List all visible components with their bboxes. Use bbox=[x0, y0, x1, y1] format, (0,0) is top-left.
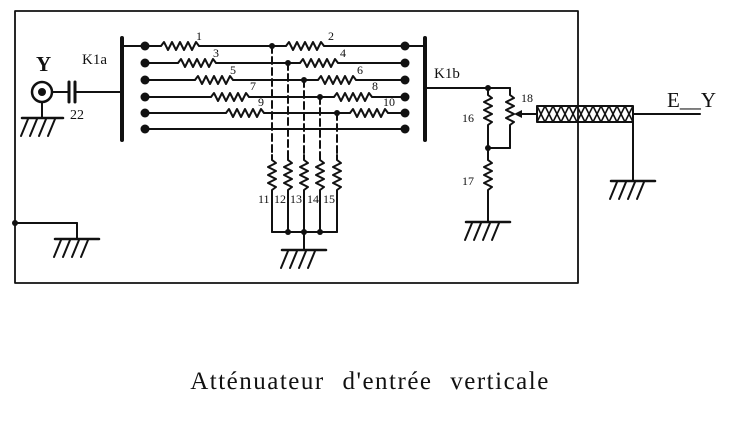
left-ground bbox=[12, 220, 101, 258]
output-label: E__Y bbox=[667, 88, 716, 112]
output-divider bbox=[424, 85, 538, 241]
resistor-14-label: 14 bbox=[307, 192, 319, 206]
contact-dots bbox=[140, 41, 410, 134]
resistor-11-label: 11 bbox=[258, 192, 270, 206]
resistor-9-label: 9 bbox=[258, 95, 264, 109]
resistor-7-label: 7 bbox=[250, 79, 256, 93]
shunt-taps bbox=[271, 45, 338, 156]
capacitor-label: 22 bbox=[70, 108, 84, 123]
enclosure-frame bbox=[14, 10, 579, 284]
resistor-10-label: 10 bbox=[383, 95, 395, 109]
switch-k1a-label: K1a bbox=[82, 52, 107, 68]
input-label: Y bbox=[36, 52, 51, 76]
resistor-4-label: 4 bbox=[340, 46, 346, 60]
central-ground bbox=[280, 231, 328, 269]
series-resistors bbox=[160, 41, 389, 118]
resistor-1-label: 1 bbox=[196, 29, 202, 43]
shunt-junction-dots bbox=[285, 229, 323, 235]
resistor-8-label: 8 bbox=[372, 79, 378, 93]
resistor-5-label: 5 bbox=[230, 63, 236, 77]
resistor-3-label: 3 bbox=[213, 46, 219, 60]
resistor-12-label: 12 bbox=[274, 192, 286, 206]
resistor-13-label: 13 bbox=[290, 192, 302, 206]
resistor-16-label: 16 bbox=[462, 111, 474, 125]
coupling-capacitor bbox=[51, 80, 123, 104]
resistor-17-label: 17 bbox=[462, 174, 474, 188]
resistor-2-label: 2 bbox=[328, 29, 334, 43]
switch-k1b-label: K1b bbox=[434, 66, 460, 82]
bnc-input-connector bbox=[20, 80, 65, 137]
shielded-cable bbox=[536, 105, 701, 200]
diagram-caption: Atténuateur d'entrée verticale bbox=[190, 368, 550, 395]
resistor-18-label: 18 bbox=[521, 91, 533, 105]
resistor-6-label: 6 bbox=[357, 63, 363, 77]
resistor-15-label: 15 bbox=[323, 192, 335, 206]
